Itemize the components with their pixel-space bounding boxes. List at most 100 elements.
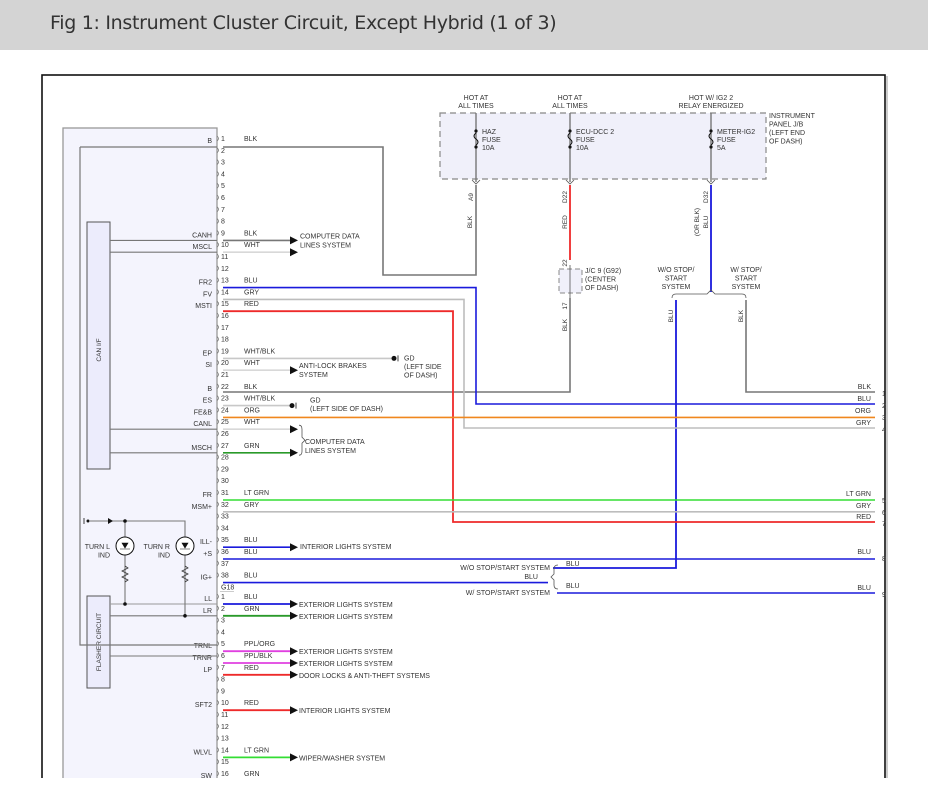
connector-cavity <box>216 664 219 671</box>
computer-data-lines-label: LINES SYSTEM <box>305 448 356 455</box>
pin-signal-label: MSCH <box>191 445 212 452</box>
diode-icon <box>108 518 113 524</box>
power-source-label: HOT AT <box>558 95 583 102</box>
pin-signal-label: IG+ <box>201 575 212 582</box>
wire-jc9-blk-pin22 <box>223 298 571 393</box>
pin-signal-label: TRNR <box>193 655 212 662</box>
ground-icon <box>289 403 295 409</box>
led-icon <box>120 542 130 550</box>
connector-cavity <box>216 477 219 484</box>
pin-number: 10 <box>221 700 229 707</box>
pin-number: 38 <box>221 573 229 580</box>
connector-cavity <box>216 513 219 519</box>
pin-number: 15 <box>221 301 229 308</box>
junction-label: OF DASH) <box>585 285 618 292</box>
arrow-icon <box>290 706 298 715</box>
computer-data-lines-label: LINES SYSTEM <box>300 242 351 249</box>
junction-label: (CENTER <box>585 277 616 284</box>
connector-cavity <box>216 711 219 718</box>
arrow-icon <box>290 366 298 375</box>
connector-cavity <box>216 159 219 165</box>
internal-wire-flasher-loop <box>79 147 217 646</box>
output-wire-color-label: RED <box>856 514 871 521</box>
pin-number: 1 <box>221 136 225 143</box>
output-pin-number: 1 <box>882 391 886 398</box>
wire-color-label: GRN <box>244 443 260 450</box>
junction-block-label: (LEFT END <box>769 130 805 137</box>
output-pin-number: 6 <box>882 510 886 517</box>
connector-cavity <box>216 348 219 354</box>
connector-cavity <box>216 182 219 189</box>
pin-number: 5 <box>221 641 225 648</box>
fuse-terminal <box>474 145 478 149</box>
connector-cavity <box>216 466 219 472</box>
destination-label: EXTERIOR LIGHTS SYSTEM <box>299 661 393 668</box>
wire-w-stop-start-blk <box>745 300 875 393</box>
stop-start-route-label: W/O STOP/START SYSTEM <box>460 565 550 572</box>
pin-number: 13 <box>221 736 229 743</box>
connector-pin-label: D22 <box>562 191 569 203</box>
arrow-icon <box>290 448 298 457</box>
wire-color-label: GRY <box>244 502 259 509</box>
output-pin-number: 2 <box>882 403 886 410</box>
pin-number: 14 <box>221 747 229 754</box>
wire-color-label: BLU <box>668 309 675 322</box>
pin-number: 3 <box>221 618 225 625</box>
connector-cavity <box>216 699 219 706</box>
resistor-icon <box>181 565 189 583</box>
pin-number: 4 <box>221 171 225 178</box>
wire-color-label: WHT <box>244 242 261 249</box>
connector-terminal-icon <box>706 179 716 185</box>
pin-number: 2 <box>221 148 225 155</box>
pin-number: 35 <box>221 537 229 544</box>
diagram-frame <box>41 74 886 778</box>
wire-color-label: BLU <box>244 549 258 556</box>
wire-color-label: BLU <box>703 215 710 228</box>
arrow-icon <box>290 236 298 245</box>
pin-number: 31 <box>221 490 229 497</box>
wire-wo-stop-start-blu <box>553 300 677 569</box>
connector-cavity <box>216 548 219 555</box>
connector-cavity <box>216 593 219 600</box>
wire-color-label: PPL/ORG <box>244 641 275 648</box>
connector-cavity <box>216 617 219 623</box>
wire-fr2-blu <box>223 286 875 405</box>
connector-cavity <box>216 735 219 741</box>
pin-number: 12 <box>221 724 229 731</box>
wire-color-label: BLK <box>244 384 258 391</box>
wire-color-label: RED <box>244 665 259 672</box>
connector-cavity <box>216 407 219 413</box>
abs-system-label: ANTI-LOCK BRAKES <box>299 363 367 370</box>
pin-number: 33 <box>221 514 229 521</box>
arrow-icon <box>290 670 298 679</box>
connector-cavity <box>216 430 219 437</box>
pin-number: 1 <box>221 594 225 601</box>
pin-signal-label: EP <box>203 350 213 357</box>
power-source-label: ALL TIMES <box>458 103 494 110</box>
wire-color-label: BLK <box>738 309 745 322</box>
junction-dot <box>123 519 127 523</box>
pin-number: 24 <box>221 407 229 414</box>
output-wire-color-label: GRY <box>856 420 871 427</box>
fuse-label: METER-IG2 <box>717 129 755 136</box>
output-wire-color-label: GRY <box>856 503 871 510</box>
figure-title: Fig 1: Instrument Cluster Circuit, Excep… <box>50 12 557 34</box>
output-wire-color-label: BLU <box>857 396 871 403</box>
turn-indicator-feed <box>90 520 186 616</box>
pin-number: 5 <box>221 183 225 190</box>
connector-cavity <box>216 572 219 578</box>
connector-terminal-icon <box>471 179 481 185</box>
pin-number: 8 <box>221 677 225 684</box>
output-wire-color-label: ORG <box>855 408 871 415</box>
fuse-icon <box>708 132 714 146</box>
connector-cavity <box>216 289 219 295</box>
junction-pin-label: 22 <box>562 259 569 267</box>
connector-cavity <box>216 489 219 496</box>
pin-signal-label: CANL <box>193 421 212 428</box>
junction-pin-label: 17 <box>562 302 569 310</box>
pin-number: 11 <box>221 712 228 719</box>
arrow-icon <box>290 543 298 552</box>
fuse-label: 10A <box>576 145 589 152</box>
output-wire-color-label: BLK <box>858 384 872 391</box>
